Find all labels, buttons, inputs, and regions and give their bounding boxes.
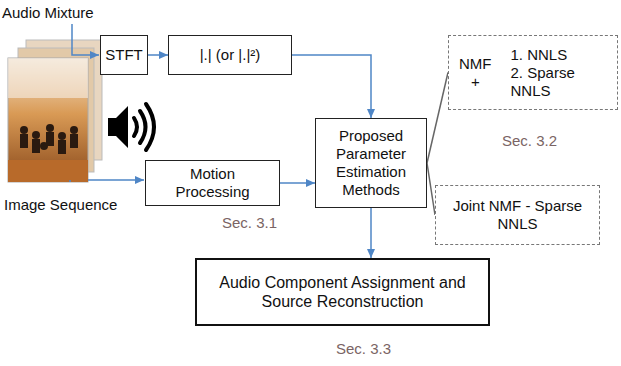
process-box: Motion Processing — [145, 160, 280, 206]
text-stack: Joint NMF - Sparse NNLS — [452, 197, 584, 233]
text-stack: |.| (or |.|²) — [200, 46, 261, 64]
input-label: Audio Mixture — [2, 4, 94, 21]
text-stack: STFT — [105, 46, 143, 64]
process-box: |.| (or |.|²) — [168, 35, 292, 75]
connector — [370, 208, 372, 258]
box-text: Audio Component Assignment and Source Re… — [218, 273, 468, 311]
connector — [280, 182, 315, 184]
input-line — [70, 180, 144, 182]
connector — [427, 73, 448, 164]
section-ref: Sec. 3.3 — [336, 340, 391, 357]
method-list: 1. NNLS2. Sparse NNLS — [511, 46, 612, 100]
box-text: STFT — [105, 46, 143, 64]
box-text: 1. NNLS — [511, 46, 568, 64]
section-ref: Sec. 3.2 — [502, 132, 557, 149]
box-text: NMF + — [454, 55, 497, 91]
connector — [427, 163, 435, 215]
text-stack: Proposed Parameter Estimation Methods — [321, 127, 421, 199]
box-text: |.| (or |.|²) — [200, 46, 261, 64]
method-box: NMF + 1. NNLS2. Sparse NNLS — [448, 35, 618, 110]
box-text: Motion Processing — [151, 165, 274, 201]
output-box: Audio Component Assignment and Source Re… — [195, 258, 490, 326]
section-ref: Sec. 3.1 — [222, 214, 277, 231]
text-stack: Audio Component Assignment and Source Re… — [218, 273, 468, 311]
input-line — [72, 24, 99, 55]
connector — [292, 55, 371, 118]
box-text: 2. Sparse NNLS — [511, 64, 612, 100]
method-box: Joint NMF - Sparse NNLS — [435, 185, 600, 245]
connector — [148, 54, 168, 56]
process-box: STFT — [100, 35, 148, 75]
box-text: Joint NMF - Sparse NNLS — [452, 197, 584, 233]
process-box: Proposed Parameter Estimation Methods — [315, 118, 427, 208]
box-text: Proposed Parameter Estimation Methods — [321, 127, 421, 199]
text-stack: Motion Processing — [151, 165, 274, 201]
speaker-icon — [108, 104, 154, 150]
image-stack — [8, 40, 102, 182]
input-label: Image Sequence — [4, 196, 117, 213]
